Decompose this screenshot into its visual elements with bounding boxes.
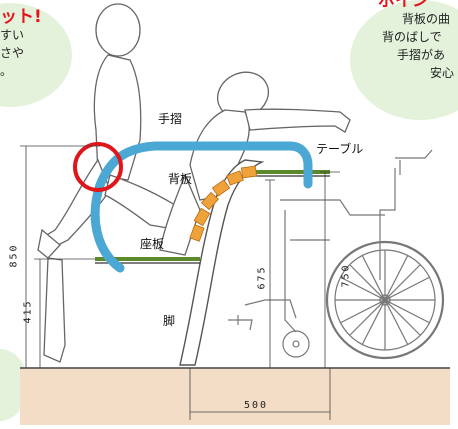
bubble-right-title: ポイン <box>378 0 429 11</box>
bubble-left-line-2: さや <box>0 46 25 60</box>
bubble-right-line-2: 背のばしで <box>382 30 442 44</box>
dimension-lines <box>20 145 340 420</box>
bench-leg <box>179 159 265 366</box>
bubble-left-line-1: すい <box>0 28 25 42</box>
bubble-right-line-4: 安心 <box>430 66 455 80</box>
bubble-right-line-3: 手摺があ <box>397 48 446 62</box>
wheelchair <box>228 149 445 360</box>
label-seat: 座板 <box>140 237 165 251</box>
label-backboard: 背板 <box>168 172 193 186</box>
bubble-right-line-1: 背板の曲 <box>402 12 451 26</box>
bubble-right-text: ポイン 背板の曲 背のばしで 手摺があ 安心 <box>372 0 454 82</box>
dim-750: 750 <box>340 263 352 288</box>
dim-850: 850 <box>8 243 20 268</box>
dim-500: 500 <box>244 400 269 411</box>
backboard-pads <box>189 165 258 242</box>
bubble-left-title: ット! <box>0 7 42 27</box>
label-handrail: 手摺 <box>158 112 183 126</box>
bubble-left <box>0 3 72 107</box>
label-table: テーブル <box>316 142 364 156</box>
dim-415: 415 <box>22 299 34 324</box>
label-leg: 脚 <box>163 314 176 328</box>
dim-675: 675 <box>256 265 268 290</box>
bubble-right <box>350 0 458 120</box>
floor <box>20 368 450 425</box>
bubble-left-line-3: 。 <box>0 64 13 78</box>
grip-marker-circle <box>73 142 123 192</box>
bubble-left-text: ット! すい さや 。 <box>0 8 42 80</box>
person-leaning <box>159 71 351 256</box>
